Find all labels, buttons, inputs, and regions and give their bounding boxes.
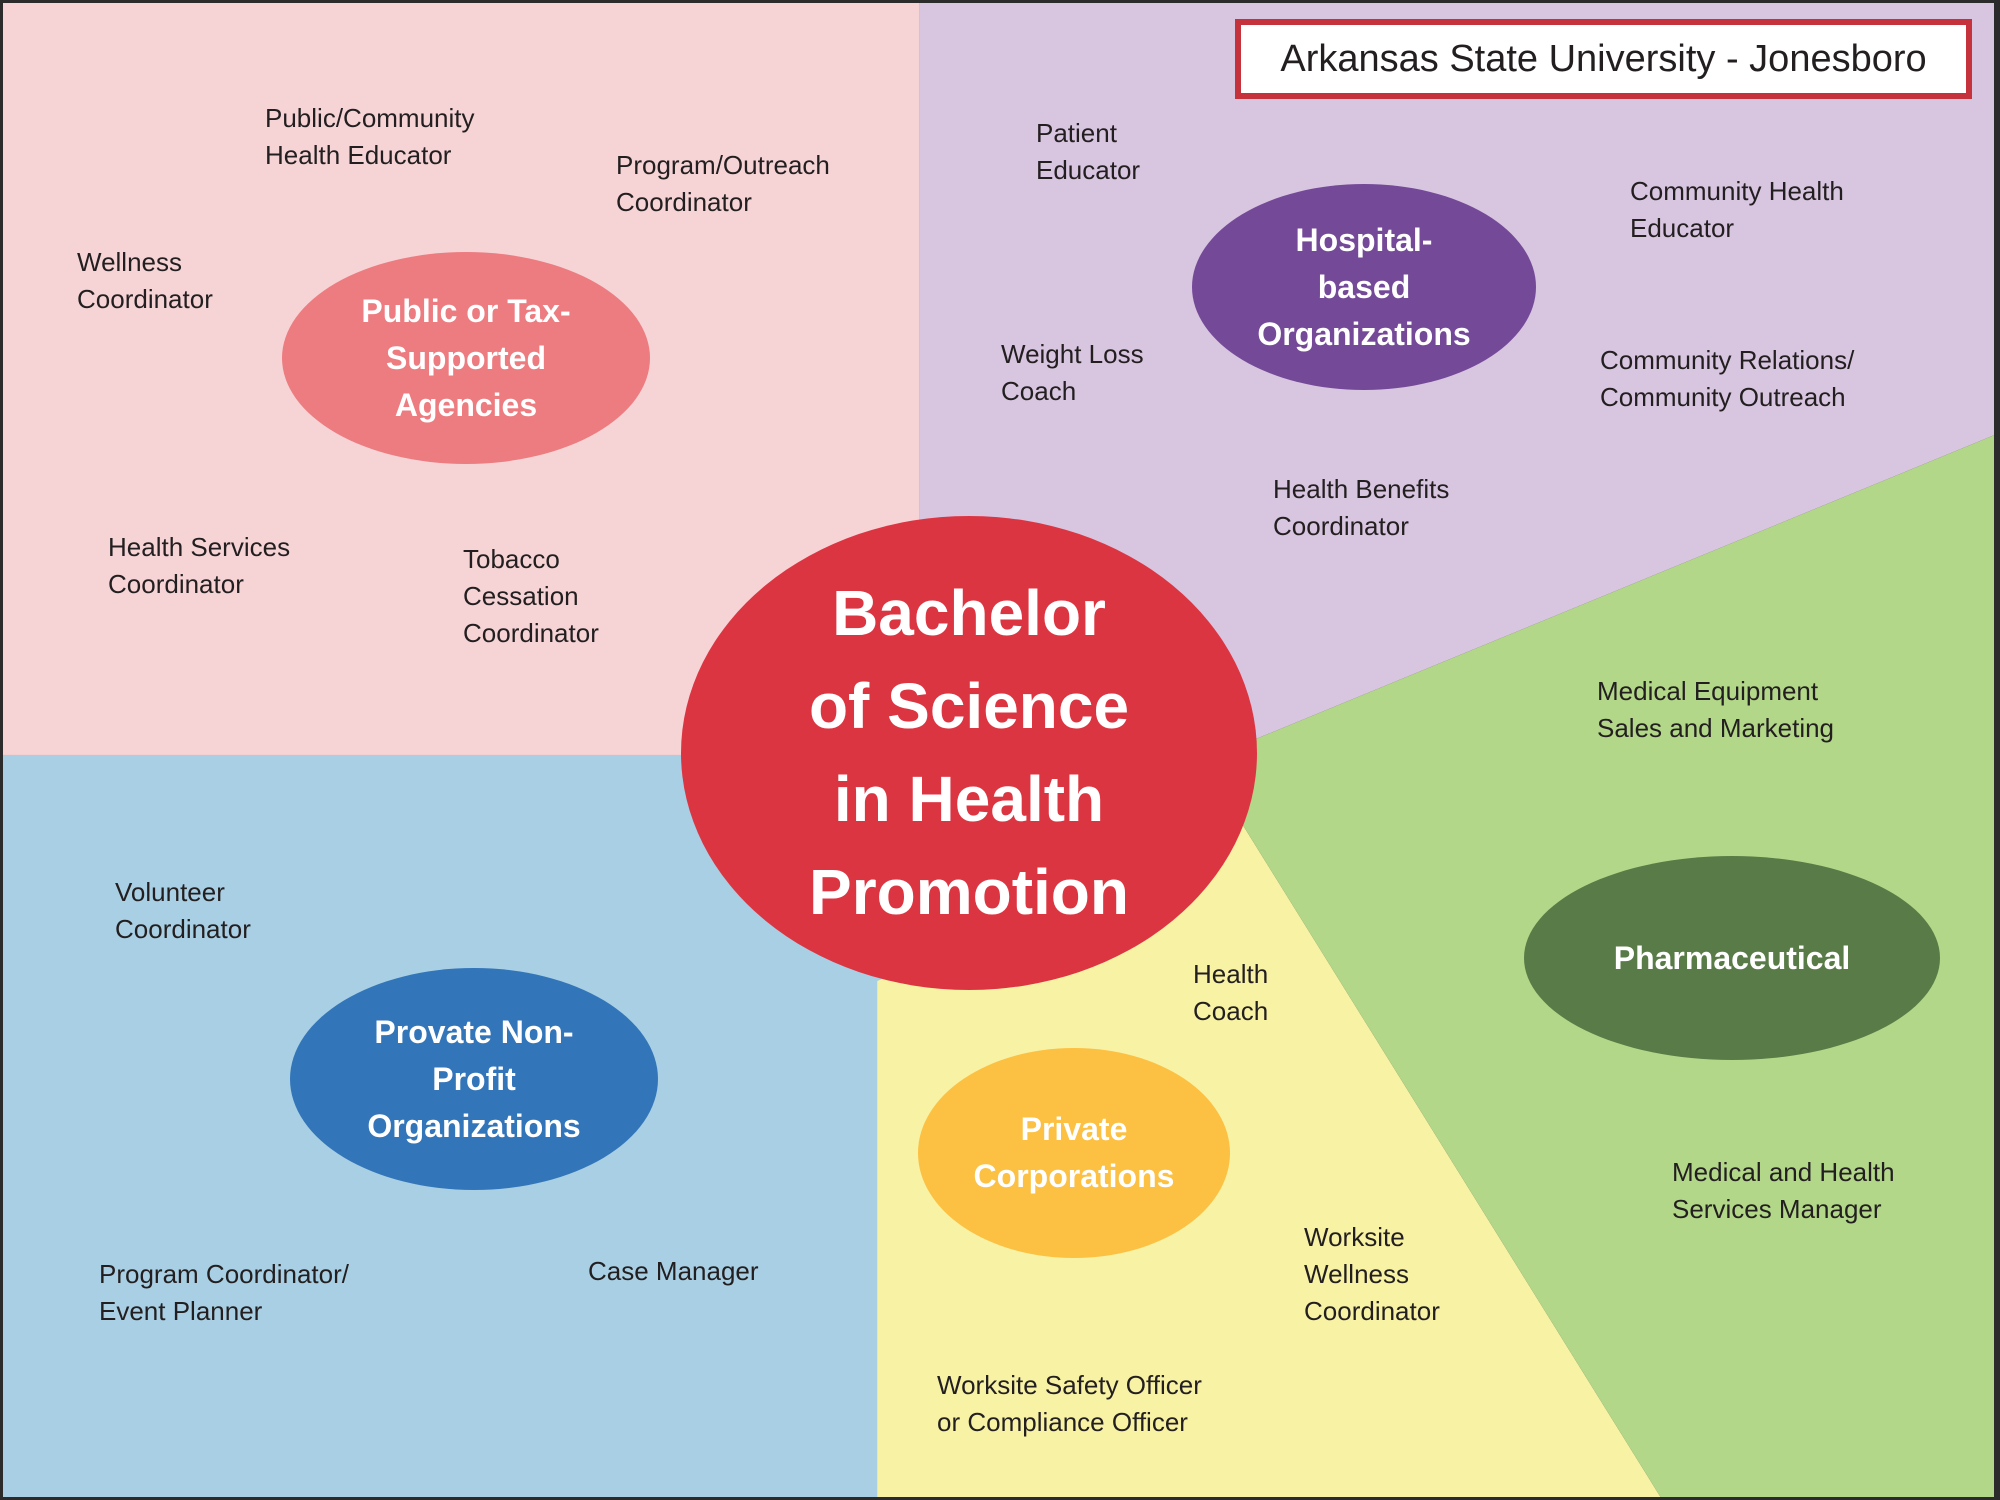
- region-private: [877, 822, 1661, 1497]
- job-label: Wellness Coordinator: [77, 247, 213, 314]
- job-label: Weight Loss Coach: [1001, 339, 1144, 406]
- job-label: Health Benefits Coordinator: [1273, 474, 1450, 541]
- university-title: Arkansas State University - Jonesboro: [1235, 19, 1972, 99]
- sector-private: Private Corporations: [918, 1048, 1230, 1258]
- job-label: Program Coordinator/ Event Planner: [99, 1259, 349, 1326]
- job-label: Community Relations/ Community Outreach: [1600, 345, 1855, 412]
- job-label: Case Manager: [588, 1256, 759, 1286]
- job-label: Program/Outreach Coordinator: [616, 150, 830, 217]
- job-label: Patient Educator: [1036, 118, 1141, 185]
- sector-public: Public or Tax- Supported Agencies: [282, 252, 650, 464]
- job-label: Medical Equipment Sales and Marketing: [1597, 676, 1835, 743]
- job-label: Medical and Health Services Manager: [1672, 1157, 1895, 1224]
- job-label: Worksite Wellness Coordinator: [1304, 1222, 1440, 1326]
- job-label: Volunteer Coordinator: [115, 877, 251, 944]
- sector-hospital: Hospital- based Organizations: [1192, 184, 1536, 390]
- degree-center: Bachelor of Science in Health Promotion: [681, 516, 1257, 990]
- job-label: Tobacco Cessation Coordinator: [463, 544, 599, 648]
- job-label: Health Services Coordinator: [108, 532, 291, 599]
- job-label: Community Health Educator: [1630, 176, 1844, 243]
- job-label: Health Coach: [1193, 959, 1269, 1026]
- job-label: Worksite Safety Officer or Compliance Of…: [937, 1370, 1202, 1437]
- job-label: Public/Community Health Educator: [265, 103, 475, 170]
- sector-nonprofit: Provate Non- Profit Organizations: [290, 968, 658, 1190]
- sector-pharma: Pharmaceutical: [1524, 856, 1940, 1060]
